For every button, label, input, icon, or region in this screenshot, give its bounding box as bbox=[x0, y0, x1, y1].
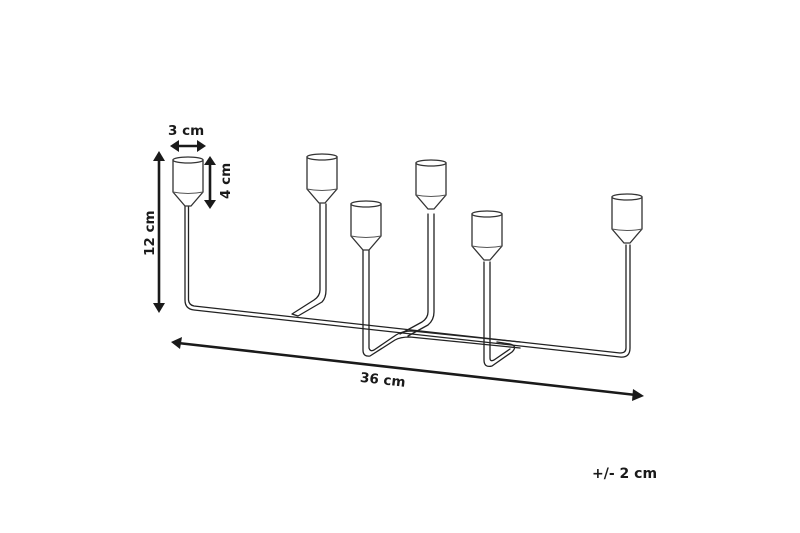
cup-width-label: 3 cm bbox=[168, 123, 204, 139]
candle-cup-4 bbox=[415, 159, 447, 210]
candle-cup-3 bbox=[350, 200, 382, 251]
cup-width-dimension: 3 cm bbox=[168, 123, 206, 152]
candle-cup-5 bbox=[471, 210, 503, 261]
candle-cup-2 bbox=[306, 153, 338, 204]
total-length-label: 36 cm bbox=[359, 370, 406, 391]
candle-cup-6 bbox=[611, 193, 643, 244]
tolerance-note: +/- 2 cm bbox=[592, 466, 658, 482]
total-height-dimension: 12 cm bbox=[142, 151, 165, 313]
candle-cup-1 bbox=[172, 156, 204, 207]
base-frame bbox=[184, 203, 631, 368]
total-height-label: 12 cm bbox=[142, 210, 158, 256]
cup-height-label: 4 cm bbox=[218, 163, 234, 199]
total-length-dimension: 36 cm bbox=[171, 337, 644, 401]
cup-height-dimension: 4 cm bbox=[204, 156, 234, 209]
